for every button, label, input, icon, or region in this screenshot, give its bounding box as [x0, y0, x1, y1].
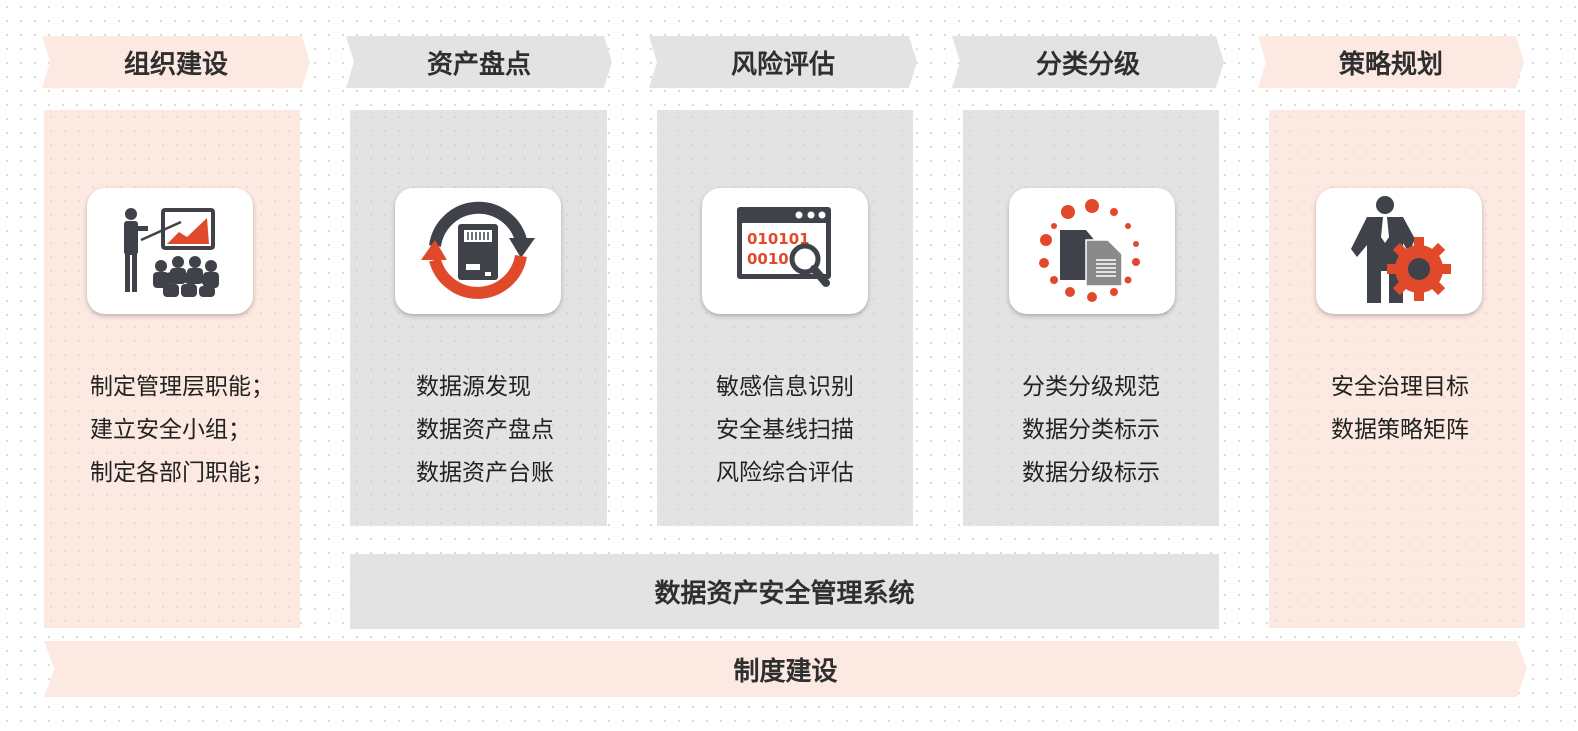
- panel-risk: [657, 110, 913, 526]
- binary-scan-icon: 010101 001010: [702, 188, 868, 314]
- header-org: 组织建设: [42, 36, 310, 88]
- asset-cycle-icon: [395, 188, 561, 314]
- list-org: 制定管理层职能； 建立安全小组； 制定各部门职能；: [90, 366, 274, 495]
- header-risk: 风险评估: [649, 36, 917, 88]
- panel-assets: [350, 110, 607, 526]
- header-classify: 分类分级: [952, 36, 1224, 88]
- list-item: 分类分级规范: [1022, 374, 1160, 400]
- list-item: 数据策略矩阵: [1331, 417, 1469, 443]
- list-item: 制定各部门职能；: [90, 460, 274, 486]
- strategy-gear-icon: [1316, 188, 1482, 314]
- list-strategy: 安全治理目标 数据策略矩阵: [1331, 366, 1469, 452]
- list-item: 敏感信息识别: [716, 374, 854, 400]
- document-classify-icon: [1009, 188, 1175, 314]
- system-bar: 数据资产安全管理系统: [350, 554, 1219, 629]
- list-item: 安全治理目标: [1331, 374, 1469, 400]
- list-item: 制定管理层职能；: [90, 374, 274, 400]
- header-assets: 资产盘点: [346, 36, 612, 88]
- panel-strategy: [1269, 110, 1525, 628]
- list-item: 建立安全小组；: [90, 417, 251, 443]
- base-bar: 制度建设: [44, 641, 1527, 697]
- list-risk: 敏感信息识别 安全基线扫描 风险综合评估: [716, 366, 854, 495]
- list-item: 数据资产台账: [416, 460, 554, 486]
- list-item: 数据分类标示: [1022, 417, 1160, 443]
- presentation-icon: [87, 188, 253, 314]
- list-item: 安全基线扫描: [716, 417, 854, 443]
- list-assets: 数据源发现 数据资产盘点 数据资产台账: [416, 366, 554, 495]
- list-classify: 分类分级规范 数据分类标示 数据分级标示: [1022, 366, 1160, 495]
- panel-classify: [963, 110, 1219, 526]
- header-strategy: 策略规划: [1258, 36, 1524, 88]
- list-item: 风险综合评估: [716, 460, 854, 486]
- list-item: 数据源发现: [416, 374, 531, 400]
- list-item: 数据分级标示: [1022, 460, 1160, 486]
- list-item: 数据资产盘点: [416, 417, 554, 443]
- binary-line-1: 010101: [747, 230, 810, 248]
